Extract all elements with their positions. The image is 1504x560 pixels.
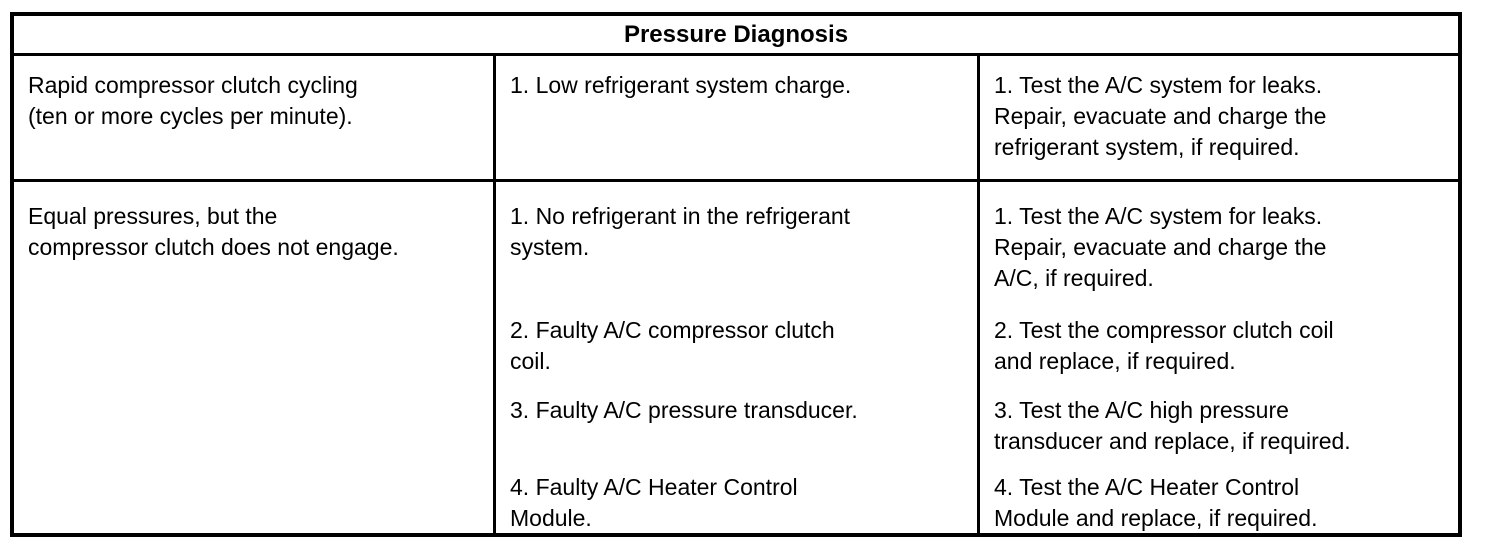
condition-text: Rapid compressor clutch cycling (ten or …: [28, 72, 358, 129]
correction-item: 4. Test the A/C Heater Control Module an…: [994, 474, 1318, 531]
condition-cell: Equal pressures, but the compressor clut…: [14, 182, 496, 533]
table-title: Pressure Diagnosis: [14, 16, 1458, 56]
correction-item: 1. Test the A/C system for leaks. Repair…: [994, 203, 1327, 291]
cause-cell: 1. Low refrigerant system charge.: [496, 56, 980, 182]
correction-item: 3. Test the A/C high pressure transducer…: [994, 397, 1351, 454]
correction-item: 2. Test the compressor clutch coil and r…: [994, 317, 1334, 374]
cause-cell: 3. Faulty A/C pressure transducer.: [496, 385, 980, 462]
cause-item: 4. Faulty A/C Heater Control Module.: [510, 474, 798, 531]
cause-cell: 4. Faulty A/C Heater Control Module.: [496, 462, 980, 533]
cause-cell: 2. Faulty A/C compressor clutch coil.: [496, 305, 980, 385]
correction-cell: 1. Test the A/C system for leaks. Repair…: [980, 56, 1458, 182]
correction-cell: 3. Test the A/C high pressure transducer…: [980, 385, 1458, 462]
correction-cell: 2. Test the compressor clutch coil and r…: [980, 305, 1458, 385]
condition-text: Equal pressures, but the compressor clut…: [28, 203, 399, 260]
cause-item: 1. No refrigerant in the refrigerant sys…: [510, 203, 851, 260]
correction-item: 1. Test the A/C system for leaks. Repair…: [994, 72, 1327, 160]
correction-cell: 1. Test the A/C system for leaks. Repair…: [980, 182, 1458, 305]
condition-cell: Rapid compressor clutch cycling (ten or …: [14, 56, 496, 182]
correction-cell: 4. Test the A/C Heater Control Module an…: [980, 462, 1458, 533]
cause-item: 1. Low refrigerant system charge.: [510, 72, 852, 98]
cause-item: 2. Faulty A/C compressor clutch coil.: [510, 317, 835, 374]
pressure-diagnosis-table: Pressure Diagnosis Rapid compressor clut…: [10, 12, 1462, 537]
cause-cell: 1. No refrigerant in the refrigerant sys…: [496, 182, 980, 305]
cause-item: 3. Faulty A/C pressure transducer.: [510, 397, 858, 423]
